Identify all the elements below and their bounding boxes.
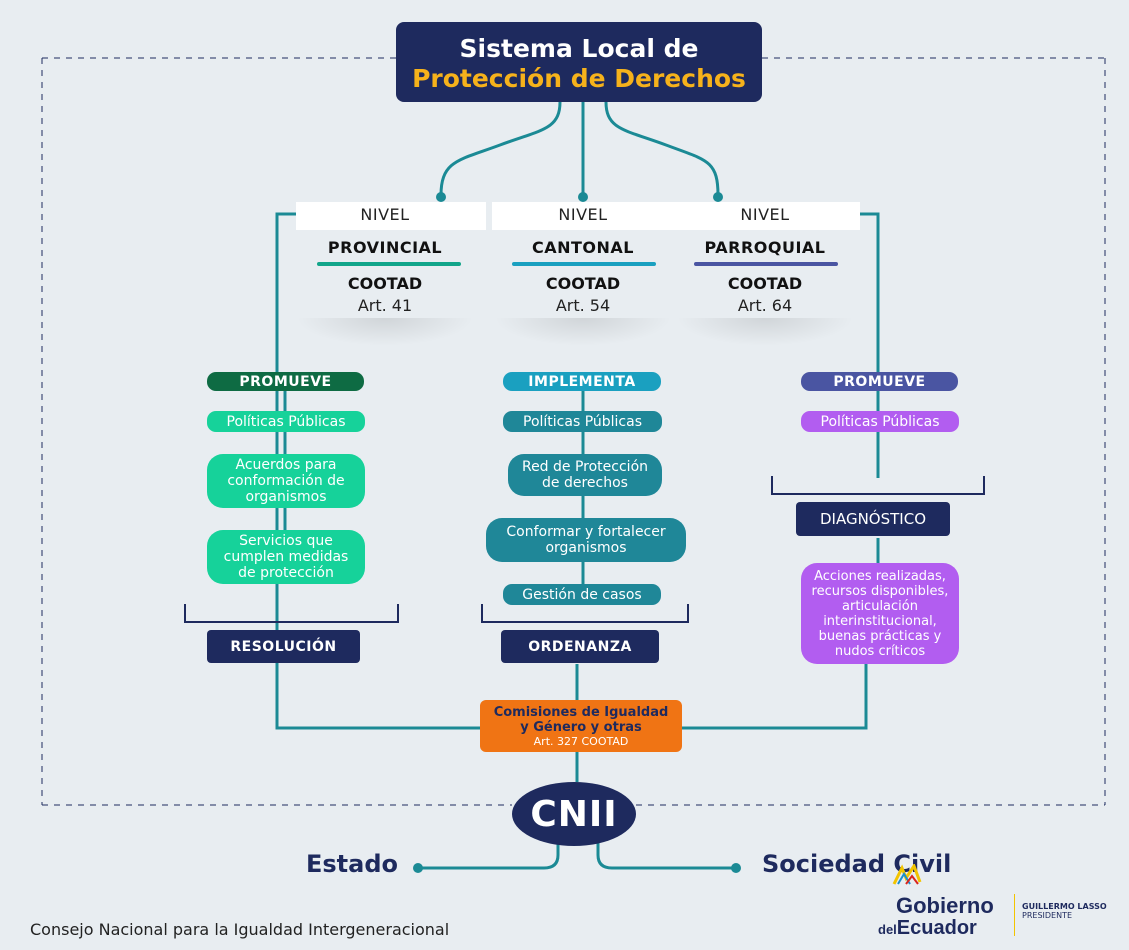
art-parroquial: Art. 64	[737, 296, 793, 315]
cootad-provincial: COOTAD	[347, 274, 423, 293]
cantonal-item-2: Red de Protección de derechos	[508, 454, 662, 496]
logo-word-gobierno: Gobierno	[896, 893, 994, 918]
diagnostico-detail: Acciones realizadas, recursos disponible…	[801, 563, 959, 664]
title-to-provincial-line	[439, 101, 562, 196]
nivel-label-parroquial: NIVEL	[740, 205, 790, 224]
nivel-label-cantonal: NIVEL	[558, 205, 608, 224]
logo-separator	[1014, 894, 1015, 936]
provincial-dot	[436, 192, 446, 202]
level-name-cantonal: CANTONAL	[532, 238, 634, 257]
provincial-item-1: Políticas Públicas	[207, 411, 365, 432]
provincial-item-2: Acuerdos para conformación de organismos	[207, 454, 365, 508]
logo-president-role: PRESIDENTE	[1022, 911, 1073, 920]
sociedad-dot	[731, 863, 741, 873]
cnii-to-sociedad-line	[596, 842, 736, 870]
commissions-box: Comisiones de Igualdad y Género y otras …	[480, 700, 682, 752]
shadow-provincial	[296, 318, 474, 346]
cantonal-action-badge: IMPLEMENTA	[503, 372, 661, 391]
cootad-parroquial: COOTAD	[727, 274, 803, 293]
cantonal-result-box: ORDENANZA	[501, 630, 659, 663]
nivel-band-cantonal-parroquial	[492, 202, 860, 230]
cantonal-bracket	[481, 604, 689, 623]
title-line2: Protección de Derechos	[412, 64, 746, 93]
shadow-parroquial	[676, 318, 854, 346]
estado-label: Estado	[306, 850, 399, 878]
dashed-frame	[41, 57, 1106, 806]
cantonal-item-3: Conformar y fortalecer organismos	[486, 518, 686, 562]
logo-word-ecuador: delEcuador	[878, 917, 977, 940]
parroquial-outer-line-bottom	[682, 664, 868, 730]
shadow-cantonal	[494, 318, 672, 346]
footer-text: Consejo Nacional para la Igualdad Interg…	[30, 920, 450, 939]
cantonal-dot	[578, 192, 588, 202]
underline-cantonal	[512, 262, 656, 266]
title-box: Sistema Local de Protección de Derechos	[396, 22, 762, 102]
commissions-line1: Comisiones de Igualdad	[493, 705, 669, 720]
nivel-label-provincial: NIVEL	[360, 205, 410, 224]
parroquial-item-1: Políticas Públicas	[801, 411, 959, 432]
underline-provincial	[317, 262, 461, 266]
logo-word-del: del	[878, 922, 897, 937]
parroquial-dot	[713, 192, 723, 202]
estado-dot	[413, 863, 423, 873]
underline-parroquial	[694, 262, 838, 266]
parroquial-action-badge: PROMUEVE	[801, 372, 958, 391]
provincial-bracket	[184, 604, 399, 623]
parroquial-bracket	[771, 476, 985, 495]
art-provincial: Art. 41	[357, 296, 413, 315]
level-name-parroquial: PARROQUIAL	[704, 238, 826, 257]
sociedad-civil-label: Sociedad Civil	[762, 850, 952, 878]
cnii-badge: CNII	[512, 782, 636, 846]
provincial-item-3: Servicios que cumplen medidas de protecc…	[207, 530, 365, 584]
cnii-to-estado-line	[418, 842, 560, 870]
commissions-line2: y Género y otras	[520, 720, 642, 735]
title-to-parroquial-line	[604, 101, 720, 196]
provincial-action-badge: PROMUEVE	[207, 372, 364, 391]
logo-word-ecuador-text: Ecuador	[896, 917, 977, 939]
cantonal-item-4: Gestión de casos	[503, 584, 661, 605]
cootad-cantonal: COOTAD	[545, 274, 621, 293]
level-name-provincial: PROVINCIAL	[327, 238, 443, 257]
provincial-result-box: RESOLUCIÓN	[207, 630, 360, 663]
nivel-band-provincial	[296, 202, 486, 230]
logo-president-name: GUILLERMO LASSO	[1022, 902, 1107, 911]
art-cantonal: Art. 54	[555, 296, 611, 315]
diagnostico-box: DIAGNÓSTICO	[796, 502, 950, 536]
cantonal-item-1: Políticas Públicas	[503, 411, 662, 432]
parroquial-outer-line-top	[860, 212, 880, 420]
government-logo-icon	[892, 864, 922, 885]
commissions-art: Art. 327 COOTAD	[533, 735, 629, 748]
title-line1: Sistema Local de	[459, 34, 699, 63]
